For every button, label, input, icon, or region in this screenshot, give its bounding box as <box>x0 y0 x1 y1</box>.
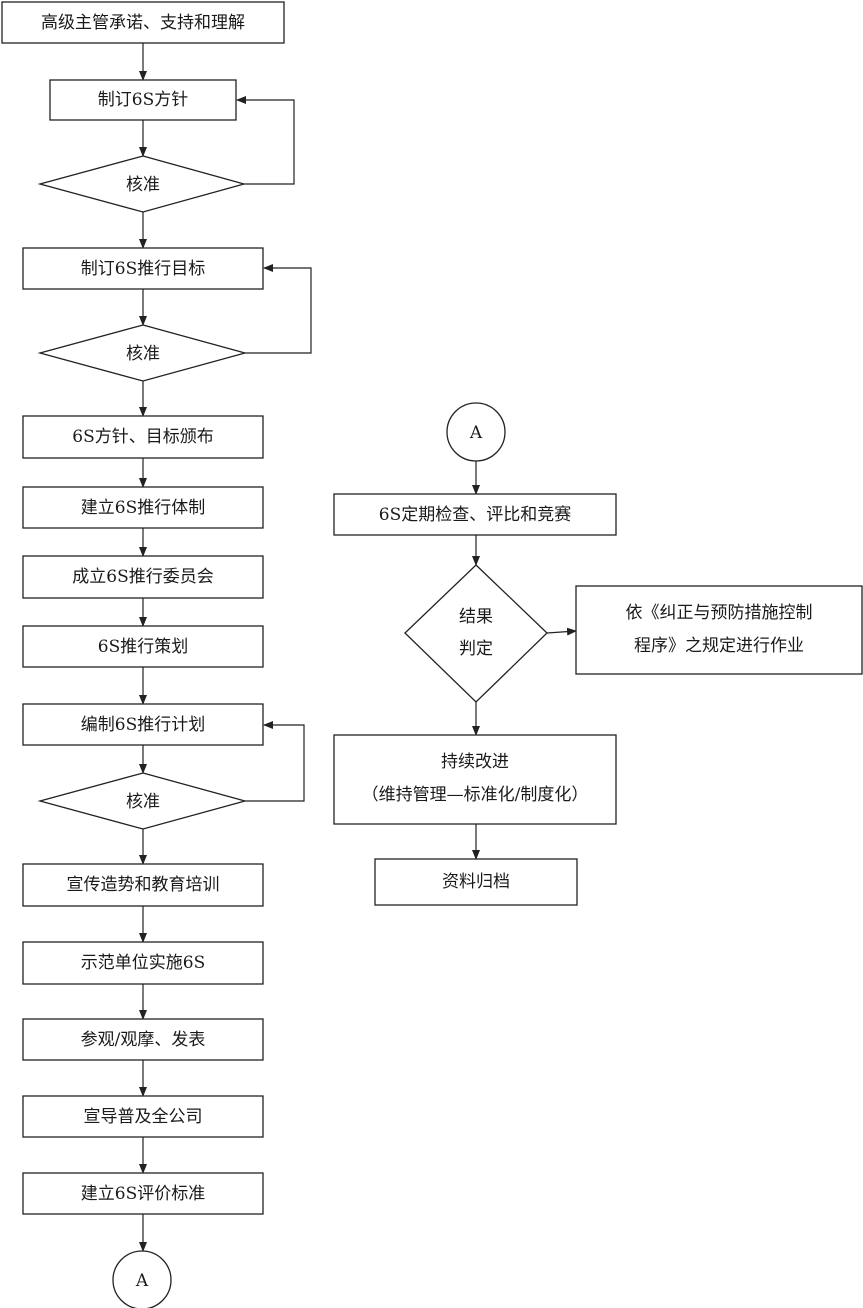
node-standard-label: 建立6S评价标准 <box>81 1184 205 1204</box>
node-pilot: 示范单位实施6S <box>22 941 264 985</box>
connector-a-top-label: A <box>469 423 483 443</box>
node-policy: 制订6S方针 <box>49 79 237 121</box>
loop-check3-plan <box>245 721 305 802</box>
connector-a-bottom: A <box>112 1250 172 1308</box>
decision-check1: 核准 <box>37 155 247 213</box>
loop-check2-goal <box>245 264 312 354</box>
node-publish: 6S方针、目标颁布 <box>22 415 264 459</box>
node-commitment-label: 高级主管承诺、支持和理解 <box>41 13 245 33</box>
connector-a-bottom-label: A <box>135 1271 149 1291</box>
node-inspection-label: 6S定期检查、评比和竞赛 <box>379 504 571 525</box>
node-goal: 制订6S推行目标 <box>22 247 264 290</box>
node-plan-label: 编制6S推行计划 <box>81 715 205 735</box>
node-planning-label: 6S推行策划 <box>98 637 188 657</box>
node-planning: 6S推行策划 <box>22 625 264 668</box>
node-improve-line2: （维持管理—标准化/制度化） <box>362 785 589 805</box>
node-improve: 持续改进 （维持管理—标准化/制度化） <box>333 734 617 825</box>
node-visit-label: 参观/观摩、发表 <box>81 1030 206 1050</box>
decision-judgement-line2: 判定 <box>459 639 493 659</box>
decision-check1-label: 核准 <box>126 175 160 195</box>
node-training-label: 宣传造势和教育培训 <box>67 875 220 895</box>
node-committee-label: 成立6S推行委员会 <box>72 567 213 587</box>
node-goal-label: 制订6S推行目标 <box>81 259 205 279</box>
node-inspection: 6S定期检查、评比和竞赛 <box>333 493 617 536</box>
decision-check3: 核准 <box>37 772 248 830</box>
node-spread-label: 宣导普及全公司 <box>84 1107 203 1127</box>
node-archive-label: 资料归档 <box>442 872 510 892</box>
decision-check2: 核准 <box>37 324 248 382</box>
decision-judgement-line1: 结果 <box>459 607 493 627</box>
node-committee: 成立6S推行委员会 <box>22 555 264 599</box>
node-publish-label: 6S方针、目标颁布 <box>72 427 213 447</box>
loop-check1-policy <box>236 96 295 185</box>
node-training: 宣传造势和教育培训 <box>22 863 264 907</box>
connector-a-top: A <box>446 402 506 462</box>
node-system-label: 建立6S推行体制 <box>81 498 205 518</box>
node-archive: 资料归档 <box>374 858 578 906</box>
decision-check3-label: 核准 <box>126 792 160 812</box>
decision-check2-label: 核准 <box>126 344 160 364</box>
node-corrective-line2: 程序》之规定进行作业 <box>634 636 804 656</box>
node-commitment: 高级主管承诺、支持和理解 <box>1 1 285 44</box>
node-visit: 参观/观摩、发表 <box>22 1018 264 1061</box>
node-spread: 宣导普及全公司 <box>22 1095 264 1138</box>
arrow-judgement-corrective <box>546 627 577 636</box>
node-policy-label: 制订6S方针 <box>98 90 188 110</box>
decision-judgement: 结果 判定 <box>404 564 548 703</box>
node-improve-line1: 持续改进 <box>441 752 509 772</box>
node-plan: 编制6S推行计划 <box>22 703 264 746</box>
node-system: 建立6S推行体制 <box>22 486 264 529</box>
node-pilot-label: 示范单位实施6S <box>81 953 205 973</box>
node-corrective: 依《纠正与预防措施控制 程序》之规定进行作业 <box>575 585 863 675</box>
node-corrective-line1: 依《纠正与预防措施控制 <box>626 603 813 623</box>
node-standard: 建立6S评价标准 <box>22 1172 264 1215</box>
